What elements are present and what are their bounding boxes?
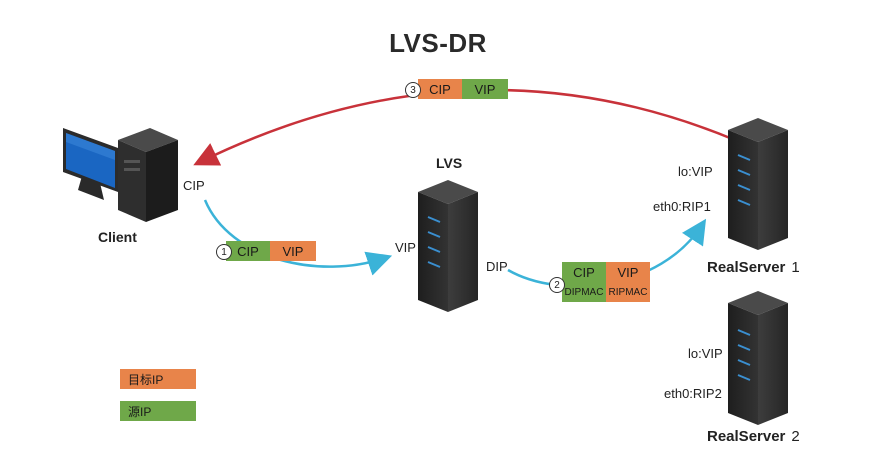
packet-2-src: CIP — [562, 262, 606, 282]
packet-2-dst: VIP — [606, 262, 650, 282]
packet-2-dst-mac: RIPMAC — [606, 282, 650, 302]
packet-2-src-mac: DIPMAC — [562, 282, 606, 302]
packet-1: CIP VIP — [226, 241, 316, 261]
step-3-badge: 3 — [405, 82, 421, 98]
client-label: Client — [98, 229, 137, 245]
rs2-name: RealServer 2 — [707, 428, 800, 445]
lvs-vip-label: VIP — [395, 240, 416, 255]
legend-dest-ip: 目标IP — [120, 369, 196, 389]
packet-1-src: CIP — [226, 241, 270, 261]
packet-2: CIP VIP DIPMAC RIPMAC — [562, 262, 650, 302]
rs1-number: 1 — [791, 259, 800, 276]
realserver-1-icon — [728, 118, 788, 250]
packet-1-dst: VIP — [270, 241, 316, 261]
rs1-eth0-label: eth0:RIP1 — [653, 199, 711, 214]
rs1-lo-label: lo:VIP — [678, 164, 713, 179]
lvs-server-icon — [418, 180, 478, 312]
rs2-eth0-label: eth0:RIP2 — [664, 386, 722, 401]
lvs-dip-label: DIP — [486, 259, 508, 274]
packet-3-dst: VIP — [462, 79, 508, 99]
lvs-label: LVS — [436, 155, 463, 171]
rs1-name-text: RealServer — [707, 259, 786, 276]
packet-3-src: CIP — [418, 79, 462, 99]
step-2-badge: 2 — [549, 277, 565, 293]
rs2-name-text: RealServer — [707, 428, 786, 445]
realserver-2-icon — [728, 291, 788, 425]
client-computer-icon — [63, 128, 178, 222]
client-ip-label: CIP — [183, 178, 205, 193]
rs2-lo-label: lo:VIP — [688, 346, 723, 361]
rs1-name: RealServer 1 — [707, 259, 800, 276]
diagram-title: LVS-DR — [389, 28, 487, 58]
packet-3: CIP VIP — [418, 79, 508, 99]
rs2-number: 2 — [791, 428, 800, 445]
legend-src-ip: 源IP — [120, 401, 196, 421]
step-1-badge: 1 — [216, 244, 232, 260]
response-arrow — [193, 88, 736, 166]
